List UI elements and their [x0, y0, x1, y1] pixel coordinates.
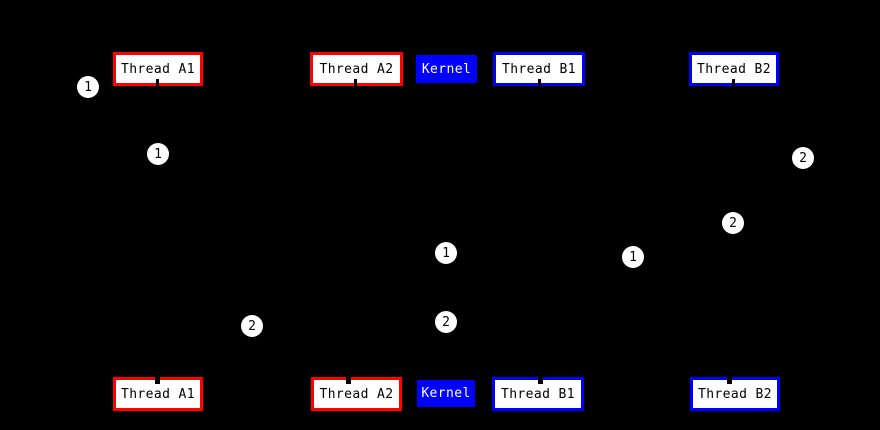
- node-label: Thread A1: [120, 386, 196, 402]
- node-thread-a2-bottom: Thread A2: [311, 377, 402, 411]
- edge-label-badge-1: 1: [622, 246, 644, 268]
- edge-label-badge-2: 2: [241, 315, 263, 337]
- edge-label-badge-2: 2: [435, 311, 457, 333]
- node-label: Thread B1: [500, 386, 576, 402]
- node-label: Thread B2: [697, 386, 773, 402]
- node-kernel-bottom: Kernel: [417, 380, 475, 407]
- node-kernel-top: Kernel: [416, 55, 477, 83]
- edge-label-badge-2: 2: [792, 147, 814, 169]
- node-label: Thread A2: [319, 61, 394, 77]
- edge-connector-notch: [732, 79, 735, 87]
- node-label: Kernel: [421, 386, 471, 401]
- node-label: Thread B1: [501, 61, 577, 77]
- node-label: Thread A1: [120, 61, 196, 77]
- node-label: Thread B2: [696, 61, 772, 77]
- edge-connector-notch: [155, 377, 160, 384]
- edge-connector-notch: [354, 79, 357, 87]
- edge-connector-notch: [346, 377, 351, 384]
- edge-connector-notch: [538, 377, 543, 384]
- node-label: Kernel: [421, 61, 472, 77]
- edge-connector-notch: [538, 79, 541, 87]
- edge-label-badge-2: 2: [722, 212, 744, 234]
- edge-label-badge-1: 1: [435, 242, 457, 264]
- node-thread-b2-bottom: Thread B2: [690, 377, 780, 411]
- edge-label-badge-1: 1: [147, 143, 169, 165]
- edge-connector-notch: [156, 79, 159, 87]
- edge-label-badge-1: 1: [77, 76, 99, 98]
- edge-connector-notch: [727, 377, 732, 384]
- node-label: Thread A2: [319, 386, 394, 402]
